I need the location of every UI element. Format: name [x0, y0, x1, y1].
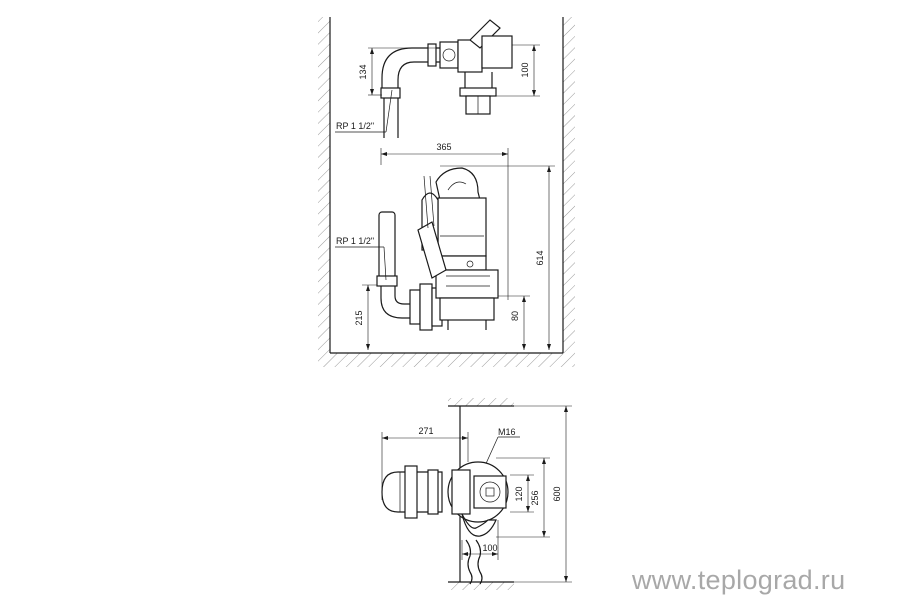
dim-80-text: 80 — [510, 311, 520, 321]
dim-120-text: 120 — [514, 486, 524, 501]
dim-100-top-text: 100 — [520, 62, 530, 77]
pump-volute — [435, 269, 499, 299]
thread-label-top: RP 1 1/2" — [335, 89, 393, 133]
bolt-label: M16 — [483, 427, 520, 469]
dim-100-top: 100 — [496, 44, 540, 97]
thread-label-top-text: RP 1 1/2" — [336, 121, 374, 131]
watermark: www.teplograd.ru — [631, 565, 845, 595]
pit-walls — [318, 17, 575, 367]
dim-256-text: 256 — [530, 490, 540, 505]
dim-365: 365 — [380, 142, 509, 300]
dim-134-text: 134 — [358, 64, 368, 79]
dim-120: 120 — [510, 474, 534, 513]
dim-256: 256 — [496, 457, 550, 538]
pump-body — [417, 167, 499, 330]
dim-600-text: 600 — [552, 486, 562, 501]
dim-134: 134 — [358, 47, 440, 96]
bolt-label-text: M16 — [498, 427, 516, 437]
thread-label-side: RP 1 1/2" — [335, 236, 387, 281]
pump-plan-view — [381, 461, 509, 585]
dim-215-text: 215 — [354, 310, 364, 325]
dim-614-text: 614 — [535, 250, 545, 265]
discharge-pipe-side — [376, 211, 443, 331]
dim-215: 215 — [354, 284, 392, 350]
dim-614: 614 — [440, 165, 555, 350]
pump-motor — [437, 197, 487, 257]
pump-base — [439, 297, 495, 321]
thread-label-side-text: RP 1 1/2" — [336, 236, 374, 246]
pump-handle — [435, 167, 481, 201]
discharge-pipe-top — [380, 19, 513, 138]
dim-600: 600 — [514, 405, 572, 583]
dim-271-text: 271 — [418, 426, 433, 436]
dim-365-text: 365 — [436, 142, 451, 152]
dim-80: 80 — [495, 295, 530, 350]
dim-100-plan-text: 100 — [482, 543, 497, 553]
